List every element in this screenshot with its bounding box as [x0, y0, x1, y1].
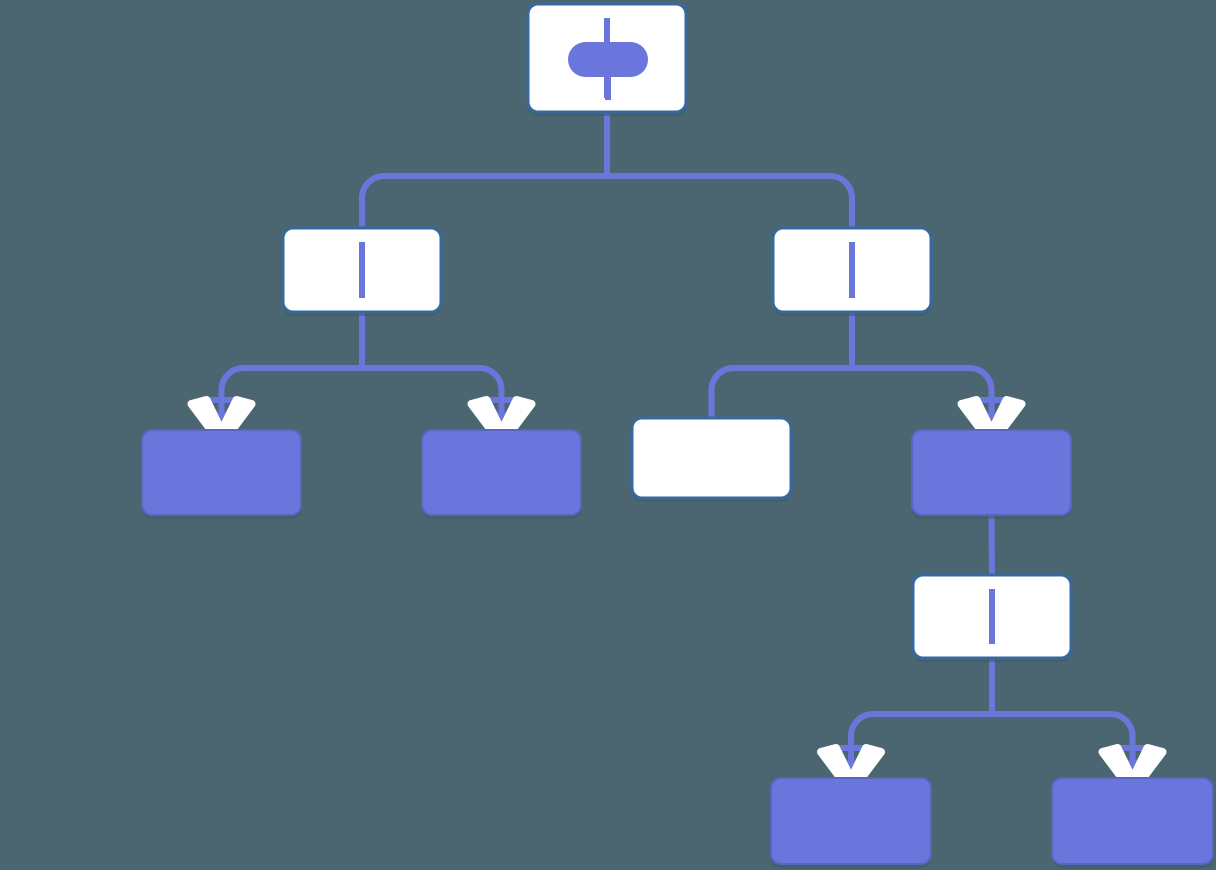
connector-line [708, 365, 995, 391]
edges-layer [218, 112, 1136, 778]
leaf-node-4[interactable] [770, 777, 932, 868]
pill-badge[interactable] [568, 42, 648, 77]
mid-node-right[interactable] [911, 429, 1072, 519]
nodes-layer [141, 2, 1214, 868]
leaf-node-5[interactable] [1051, 777, 1214, 868]
branch-node-left[interactable] [281, 226, 443, 316]
node-body[interactable] [770, 777, 932, 865]
connector-line [988, 514, 995, 576]
sub-branch-node[interactable] [911, 573, 1073, 662]
edge-group [988, 514, 995, 576]
root-node[interactable] [526, 2, 688, 116]
connector-line [848, 711, 1136, 737]
edge-group [848, 658, 1136, 778]
connector-line [218, 365, 505, 391]
node-body[interactable] [421, 429, 582, 516]
branch-node-right[interactable] [771, 226, 933, 316]
node-body[interactable] [1051, 777, 1214, 865]
leaf-node-1[interactable] [141, 429, 302, 519]
edge-group [708, 312, 995, 430]
leaf-node-2[interactable] [421, 429, 582, 519]
connector-line [359, 173, 855, 199]
edge-group [218, 312, 505, 430]
node-body[interactable] [911, 429, 1072, 516]
node-body[interactable] [141, 429, 302, 516]
node-body[interactable] [630, 416, 793, 500]
edge-group [359, 112, 855, 228]
leaf-node-3-plain[interactable] [630, 416, 793, 502]
